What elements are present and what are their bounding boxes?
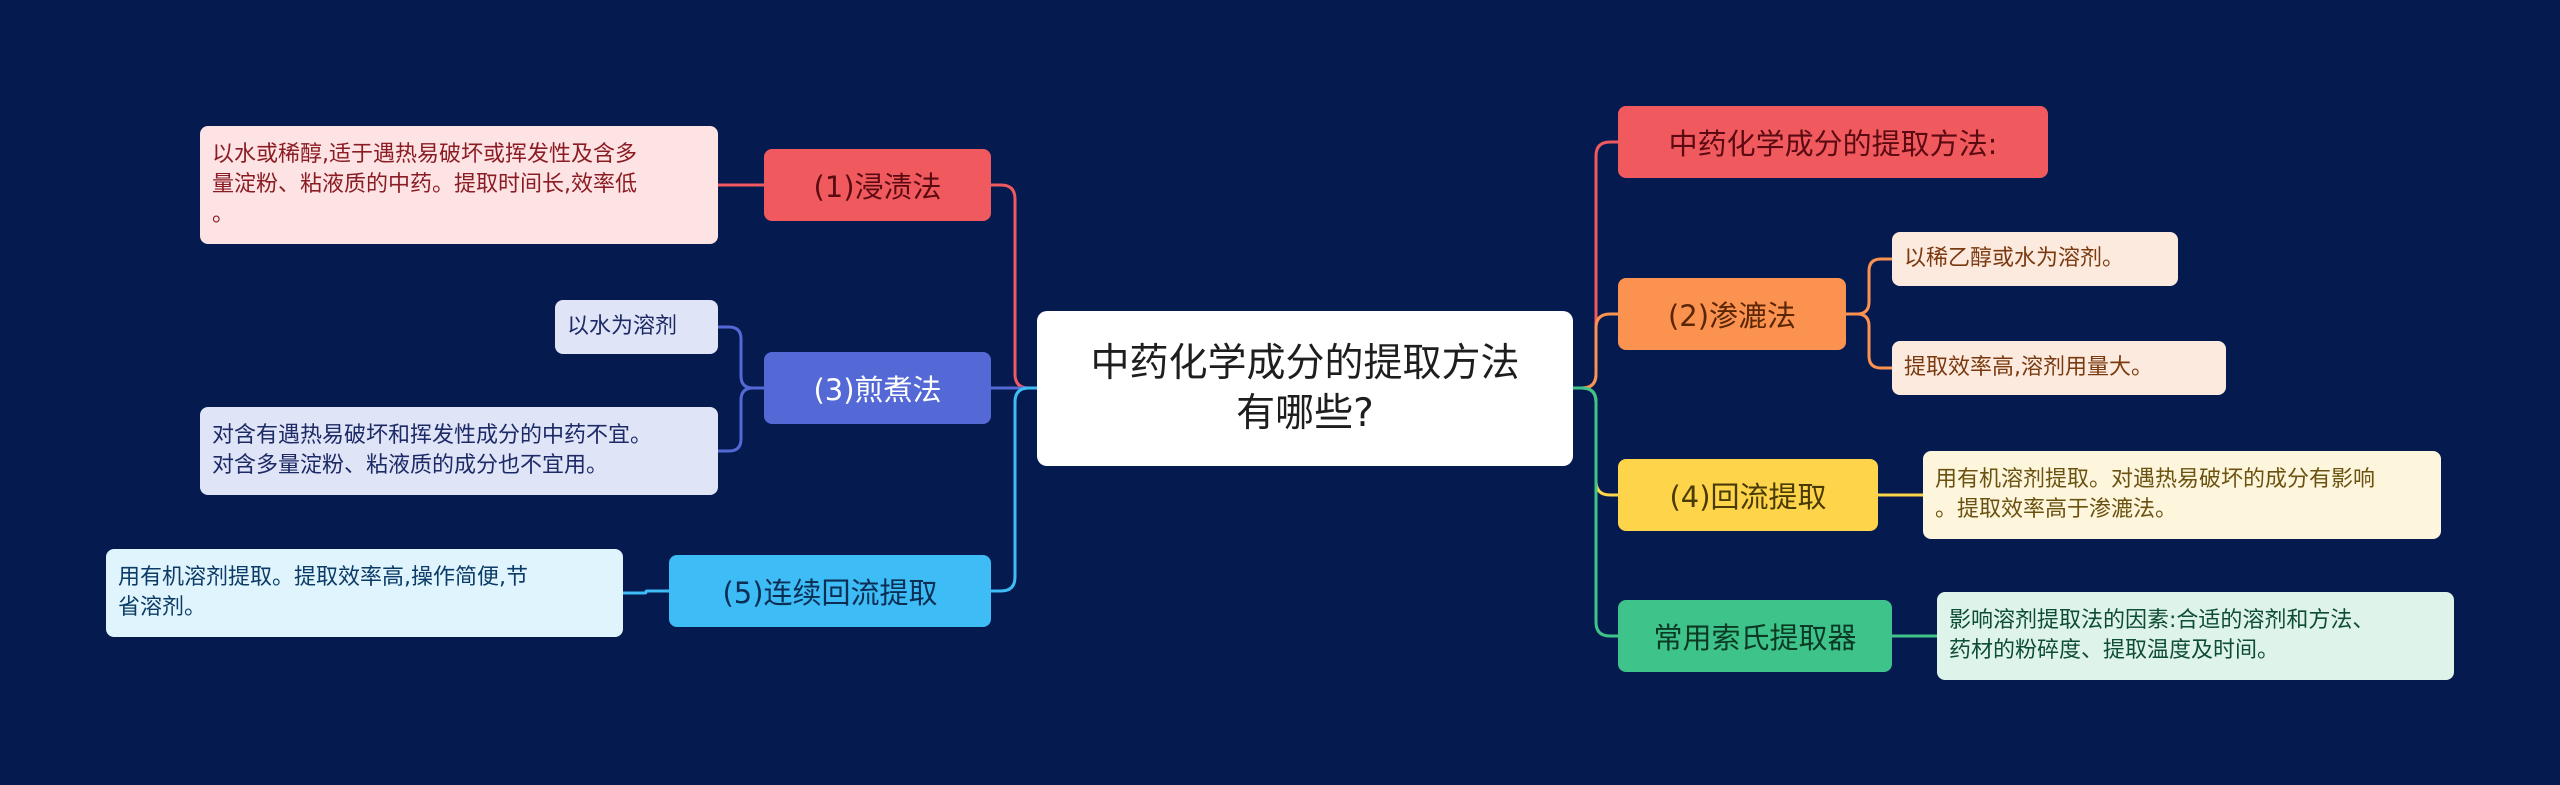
leaf-text-line: 。提取效率高于渗漉法。 [1935, 497, 2178, 522]
leaf-text-line: 对含多量淀粉、粘液质的成分也不宜用。 [212, 453, 609, 478]
connector-center-left-0 [989, 183, 1039, 390]
leaf-percolation-efficiency[interactable]: 提取效率高,溶剂用量大。 [1892, 341, 2226, 395]
leaf-percolation-solvent[interactable]: 以稀乙醇或水为溶剂。 [1892, 232, 2178, 286]
connector-right-leaf-0 [1844, 257, 1894, 316]
central-topic-line-1: 中药化学成分的提取方法 [1090, 340, 1520, 386]
leaf-text-line: 用有机溶剂提取。提取效率高,操作简便,节 [118, 565, 528, 590]
branch-maceration[interactable]: (1)浸渍法 [764, 149, 991, 221]
branch-extraction-methods-heading[interactable]: 中药化学成分的提取方法: [1618, 106, 2048, 178]
leaf-text-line: 以稀乙醇或水为溶剂。 [1904, 246, 2125, 271]
leaf-text-line: 省溶剂。 [118, 595, 207, 620]
leaf-maceration-detail[interactable]: 以水或稀醇,适于遇热易破坏或挥发性及含多 量淀粉、粘液质的中药。提取时间长,效率… [200, 126, 718, 244]
leaf-text-line: 药材的粉碎度、提取温度及时间。 [1949, 638, 2280, 663]
branch-continuous-reflux[interactable]: (5)连续回流提取 [669, 555, 991, 627]
connector-center-left-2 [989, 386, 1039, 593]
connector-center-right-1 [1571, 312, 1620, 390]
leaf-text-line: 用有机溶剂提取。对遇热易破坏的成分有影响 [1935, 467, 2376, 492]
leaf-continuous-reflux-detail[interactable]: 用有机溶剂提取。提取效率高,操作简便,节 省溶剂。 [106, 549, 623, 637]
central-topic[interactable]: 中药化学成分的提取方法 有哪些? [1037, 311, 1573, 466]
leaf-reflux-detail[interactable]: 用有机溶剂提取。对遇热易破坏的成分有影响 。提取效率高于渗漉法。 [1923, 451, 2441, 539]
leaf-text-line: 。 [212, 202, 235, 227]
branch-reflux-extraction[interactable]: (4)回流提取 [1618, 459, 1878, 531]
connector-left-leaf-3 [621, 589, 671, 595]
branch-decoction[interactable]: (3)煎煮法 [764, 352, 991, 424]
leaf-decoction-solvent[interactable]: 以水为溶剂 [555, 300, 718, 354]
connector-left-leaf-1 [716, 325, 766, 390]
leaf-text-line: 提取效率高,溶剂用量大。 [1904, 355, 2153, 380]
leaf-text-line: 量淀粉、粘液质的中药。提取时间长,效率低 [212, 172, 637, 197]
leaf-text-line: 影响溶剂提取法的因素:合适的溶剂和方法、 [1949, 608, 2375, 633]
connector-left-leaf-2 [716, 386, 766, 453]
leaf-decoction-limitation[interactable]: 对含有遇热易破坏和挥发性成分的中药不宜。 对含多量淀粉、粘液质的成分也不宜用。 [200, 407, 718, 495]
leaf-text-line: 以水或稀醇,适于遇热易破坏或挥发性及含多 [212, 142, 637, 167]
connector-center-right-3 [1571, 386, 1620, 638]
branch-percolation[interactable]: (2)渗漉法 [1618, 278, 1846, 350]
leaf-solvent-factors[interactable]: 影响溶剂提取法的因素:合适的溶剂和方法、 药材的粉碎度、提取温度及时间。 [1937, 592, 2454, 680]
leaf-text-line: 以水为溶剂 [567, 314, 678, 339]
connector-right-leaf-1 [1844, 312, 1894, 370]
branch-soxhlet-extractor[interactable]: 常用索氏提取器 [1618, 600, 1892, 672]
central-topic-line-2: 有哪些? [1236, 390, 1374, 436]
leaf-text-line: 对含有遇热易破坏和挥发性成分的中药不宜。 [212, 423, 653, 448]
